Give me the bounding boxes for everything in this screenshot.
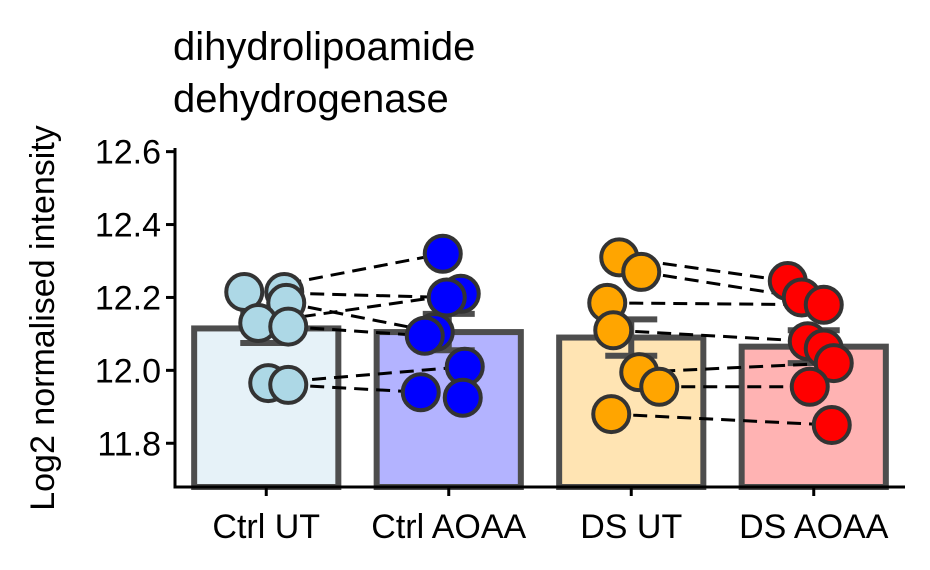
pair-line-1-3 [613,328,808,343]
data-point [442,377,483,418]
y-tick-label: 12.2 [95,279,161,317]
chart-title-line-1: dihydrolipoamide [173,25,475,69]
bars-layer [191,325,889,491]
data-point [811,405,852,446]
data-point [813,343,854,384]
y-tick-label: 12.0 [95,352,161,390]
pair-line-0-2 [285,301,436,334]
data-point [639,366,680,407]
pair-line-0-6 [288,383,421,394]
data-point [422,233,463,274]
pair-line-1-4 [639,361,834,374]
data-point [400,372,441,413]
bar-0 [191,325,342,490]
data-point [789,366,830,407]
pair-line-0-4 [288,325,425,338]
pair-line-1-6 [611,412,832,427]
y-axis-title: Log2 normalised intensity [24,125,62,511]
data-point [621,251,662,292]
points-layer [224,233,854,446]
data-point [591,394,632,435]
x-tick-label: Ctrl UT [212,508,320,546]
x-tick-label: DS UT [580,508,682,546]
data-point [426,277,467,318]
y-tick-label: 11.8 [97,425,161,463]
data-point [404,315,445,356]
y-tick-label: 12.6 [95,134,161,172]
x-tick-label: Ctrl AOAA [371,508,526,546]
data-point [803,284,844,325]
y-tick-label: 12.4 [95,207,161,245]
chart-title-line-2: dehydrogenase [173,77,449,121]
x-tick-label: DS AOAA [739,508,889,546]
data-point [268,364,309,405]
data-point [593,310,634,351]
data-point [268,306,309,347]
